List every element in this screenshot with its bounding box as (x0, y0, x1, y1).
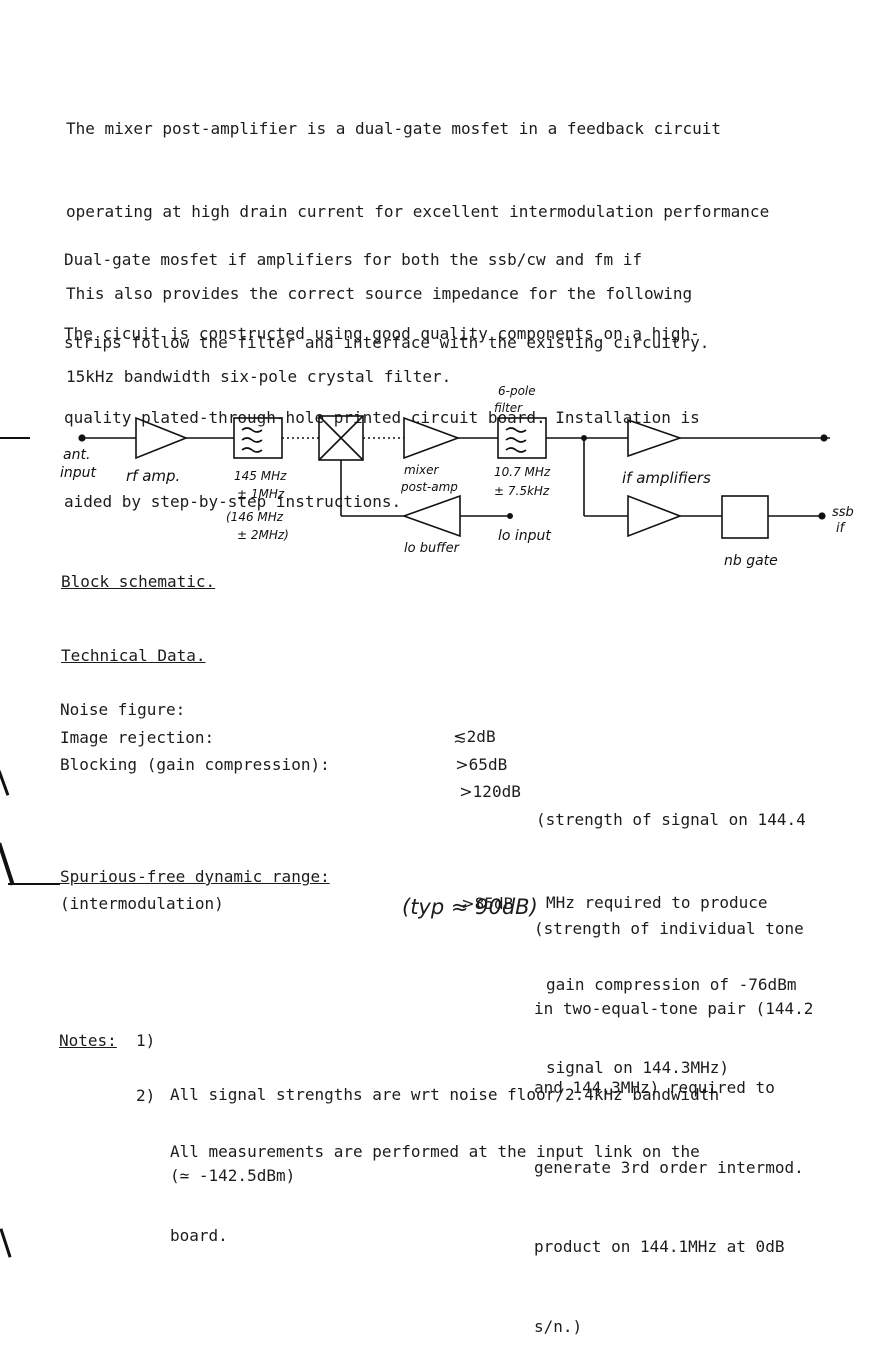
note-line: MHz required to produce (546, 892, 768, 912)
spec-symbol: > (461, 894, 475, 913)
spec-symbol: > (455, 755, 469, 774)
spec-note-blocking: (strength of signal on 144.4 MHz require… (536, 751, 806, 1109)
note-line: signal on 144.3MHz) (546, 1057, 730, 1077)
note-line: (strength of signal on 144.4 (536, 810, 806, 829)
note-line: s/n.) (534, 1316, 583, 1336)
note-line: board. (170, 1226, 228, 1245)
nb-gate-label: nb gate (724, 553, 778, 569)
note-line: gain compression of -76dBm (546, 975, 797, 994)
note-1-number: 1) (136, 1031, 156, 1050)
note-line: generate 3rd order intermod. (534, 1157, 804, 1177)
ssb-if-terminal (818, 512, 826, 520)
technical-data-heading: Technical Data. (61, 646, 206, 665)
note-line: and 144.3MHz) required to (534, 1078, 775, 1097)
spec-symbol: > (459, 782, 473, 801)
note-2-number: 2) (136, 1086, 156, 1105)
ant-input-label: ant. input (60, 447, 97, 481)
spec-label-image: Image rejection: (60, 728, 215, 747)
lo-buffer-triangle (401, 494, 461, 538)
scan-mark (8, 883, 60, 885)
sixpole-filter-label: 6-pole filter (494, 384, 539, 415)
if-amp-triangle-2 (627, 494, 683, 538)
note-line: product on 144.1MHz at 0dB (534, 1237, 785, 1256)
output-terminal (820, 434, 828, 442)
scan-mark (0, 437, 30, 439)
spec-label-sfdr: Spurious-free dynamic range: (60, 867, 330, 886)
spec-value: 85dB (474, 894, 514, 913)
text-line: aided by step-by-step instructions. (64, 492, 402, 511)
text-line: 15kHz bandwidth six-pole crystal filter. (66, 366, 452, 386)
text-line: operating at high drain current for exce… (66, 201, 770, 221)
rf-amp-label: rf amp. (126, 467, 180, 485)
block-schematic-diagram: ant. input rf amp. 145 MHz ± 1MHz (146 M… (60, 384, 858, 569)
text-line: quality plated-through-hole printed circ… (64, 408, 700, 427)
spec-symbol: ≲ (453, 727, 467, 746)
spec-value: 65dB (468, 755, 508, 774)
spec-value: 120dB (472, 782, 521, 801)
intro-paragraph-3: The cicuit is constructed using good qua… (64, 264, 700, 544)
spec-typical-sfdr: (typ ≈ 90dB) (402, 895, 538, 919)
spec-value-image: >65dB (436, 724, 507, 778)
note-line: (≃ -142.5dBm) (170, 1166, 296, 1185)
lo-input-label: lo input (498, 528, 551, 544)
spec-label-noise: Noise figure: (60, 700, 186, 719)
text-line: Dual-gate mosfet if amplifiers for both … (64, 250, 642, 269)
spec-value-sfdr: >85dB (442, 863, 513, 917)
spec-label-sfdr-sub: (intermodulation) (60, 894, 224, 913)
bandpass-filter-freq-label: 145 MHz ± 1MHz (146 MHz ± 2MHz) (226, 469, 290, 542)
scan-mark (0, 1228, 12, 1258)
crystal-filter-freq-label: 10.7 MHz ± 7.5kHz (494, 465, 554, 498)
if-amplifiers-label: if amplifiers (622, 469, 711, 487)
intro-paragraph-1: The mixer post-amplifier is a dual-gate … (66, 60, 769, 418)
text-line: This also provides the correct source im… (66, 284, 693, 303)
ssb-if-label: ssb if (832, 505, 858, 536)
note-line: All signal strengths are wrt noise floor… (170, 1085, 720, 1104)
note-2-text: All measurements are performed at the in… (170, 1082, 700, 1278)
intro-paragraph-2: Dual-gate mosfet if amplifiers for both … (64, 191, 709, 384)
notes-label: Notes: (59, 1031, 117, 1050)
scan-mark (0, 842, 15, 886)
note-line: (strength of individual tone (534, 919, 804, 938)
input-terminal (78, 434, 86, 442)
spec-value-noise: ≲2dB (434, 696, 496, 750)
note-line: All measurements are performed at the in… (170, 1142, 700, 1161)
text-line: The mixer post-amplifier is a dual-gate … (66, 119, 722, 138)
mixer-postamp-triangle (403, 416, 461, 460)
text-line: strips follow the filter and interface w… (64, 332, 710, 352)
note-line: in two-equal-tone pair (144.2 (534, 998, 814, 1018)
spec-value: 2dB (466, 727, 496, 746)
text-line: The cicuit is constructed using good qua… (64, 324, 700, 343)
nb-gate-box (721, 495, 769, 539)
lo-input-terminal (506, 513, 513, 520)
if-amp-triangle-1 (627, 418, 683, 458)
mixer-postamp-label: mixer post-amp (400, 463, 458, 494)
spec-value-blocking: >120dB (440, 751, 521, 805)
lo-buffer-label: lo buffer (404, 541, 461, 556)
rf-amp-triangle (135, 416, 189, 460)
note-1-text: All signal strengths are wrt noise floor… (170, 1027, 719, 1216)
spec-label-blocking: Blocking (gain compression): (60, 755, 330, 774)
scan-mark (0, 770, 10, 796)
block-schematic-heading: Block schematic. (61, 572, 216, 591)
